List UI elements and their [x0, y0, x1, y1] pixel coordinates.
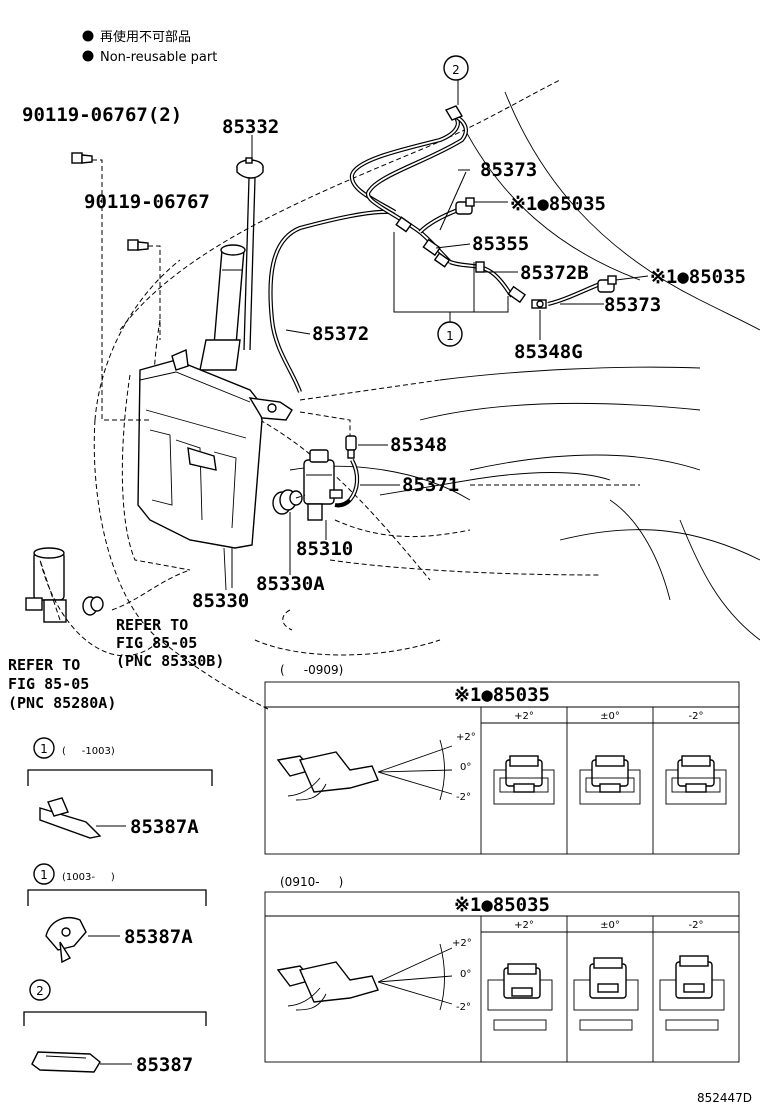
- leader-lines: [39, 80, 649, 657]
- spray-angle-sketch: +2° 0° -2°: [276, 732, 476, 803]
- svg-text:1: 1: [446, 329, 454, 343]
- bolt-lower: [127, 239, 149, 251]
- part-number-85330: 85330: [192, 590, 249, 612]
- part-number-85332: 85332: [222, 116, 279, 138]
- spray-angle-sketch: +2° 0° -2°: [276, 938, 472, 1013]
- svg-text:0°: 0°: [460, 762, 471, 773]
- part-number-90119-06767-2: 90119-06767(2): [22, 104, 182, 126]
- svg-text:+2°: +2°: [514, 711, 534, 722]
- nozzle-view-minus2: [659, 955, 725, 1031]
- part-number-85035-right: ※1●85035: [650, 266, 746, 288]
- non-reusable-dot-icon: [82, 50, 94, 62]
- svg-text:±0°: ±0°: [600, 920, 620, 931]
- nozzle-view-zero: [579, 755, 641, 805]
- svg-text:1: 1: [40, 742, 48, 756]
- part-number-85387a-early: 85387A: [130, 816, 199, 838]
- callout-2-main: 2: [443, 55, 469, 81]
- reference-pump-85280a: [25, 547, 67, 623]
- part-number-85387a-late: 85387A: [124, 926, 193, 948]
- legend-japanese: 再使用不可部品: [100, 29, 191, 45]
- variant-2: 2 85387: [23, 979, 207, 1076]
- nozzle-view-plus2: [487, 963, 553, 1031]
- legend-english: Non-reusable part: [100, 50, 217, 65]
- nozzle-view-plus2: [493, 755, 555, 805]
- washer-tank: [137, 244, 293, 591]
- svg-text:( -0909): ( -0909): [280, 663, 343, 677]
- svg-text:( -1003): ( -1003): [62, 746, 115, 757]
- reference-note-85330b: REFER TO FIG 85-05 (PNC 85330B): [116, 616, 224, 670]
- variant-1-early: 1 ( -1003) 85387A: [27, 737, 213, 839]
- variant-1-late: 1 (1003- ) 85387A: [27, 863, 207, 964]
- nozzle-angle-table-late: (0910- ) ※1●85035 +2° ±0° -2° +2° 0° -2°: [264, 875, 740, 1063]
- part-number-90119-06767: 90119-06767: [84, 191, 210, 213]
- svg-text:FIG 85-05: FIG 85-05: [116, 634, 197, 652]
- svg-text:(0910- ): (0910- ): [280, 875, 343, 889]
- part-number-85373-lower: 85373: [604, 294, 661, 316]
- nozzle-view-minus2: [665, 755, 727, 805]
- washer-nozzle-upper: [455, 197, 475, 215]
- nozzle-view-zero: [573, 957, 639, 1031]
- svg-text:1: 1: [40, 868, 48, 882]
- part-number-85035-upper: ※1●85035: [510, 193, 606, 215]
- svg-text:(PNC 85330B): (PNC 85330B): [116, 652, 224, 670]
- part-number-85348: 85348: [390, 434, 447, 456]
- table-header-85035: ※1●85035: [454, 894, 550, 916]
- part-number-85373-upper: 85373: [480, 159, 537, 181]
- svg-text:REFER TO: REFER TO: [116, 616, 188, 634]
- svg-text:2: 2: [36, 984, 44, 998]
- part-number-85387: 85387: [136, 1054, 193, 1076]
- svg-text:+2°: +2°: [452, 938, 472, 949]
- svg-text:2: 2: [452, 63, 460, 77]
- svg-text:-2°: -2°: [456, 1002, 471, 1013]
- table-header-85035: ※1●85035: [454, 684, 550, 706]
- svg-text:REFER TO: REFER TO: [8, 656, 80, 674]
- svg-text:-2°: -2°: [689, 920, 704, 931]
- part-number-85355: 85355: [472, 233, 529, 255]
- svg-text:0°: 0°: [460, 969, 471, 980]
- washer-inlet-cap: [236, 157, 264, 351]
- svg-text:FIG 85-05: FIG 85-05: [8, 675, 89, 693]
- svg-text:-2°: -2°: [689, 711, 704, 722]
- part-labels: 90119-06767(2) 90119-06767 85332 85373 ※…: [22, 104, 746, 612]
- washer-nozzle-right: [597, 275, 617, 293]
- callout-1-main: 1: [437, 321, 463, 347]
- bolt-upper: [71, 152, 93, 164]
- svg-text:-2°: -2°: [456, 792, 471, 803]
- illustration-id: 852447D: [697, 1091, 752, 1105]
- part-number-85310: 85310: [296, 538, 353, 560]
- svg-text:+2°: +2°: [514, 920, 534, 931]
- reference-grommet-85330b: [82, 596, 104, 616]
- svg-text:±0°: ±0°: [600, 711, 620, 722]
- svg-text:+2°: +2°: [456, 732, 476, 743]
- reference-note-85280a: REFER TO FIG 85-05 (PNC 85280A): [8, 656, 116, 712]
- washer-pump: [303, 449, 343, 521]
- pump-grommet: [272, 489, 303, 515]
- nozzle-angle-table-early: ( -0909) ※1●85035 +2° ±0° -2° +2° 0° -2°: [264, 663, 740, 855]
- svg-text:(1003- ): (1003- ): [62, 872, 115, 883]
- svg-text:(PNC 85280A): (PNC 85280A): [8, 694, 116, 712]
- part-number-85348g: 85348G: [514, 341, 583, 363]
- part-number-85371: 85371: [402, 474, 459, 496]
- part-number-85330a: 85330A: [256, 573, 325, 595]
- legend: 再使用不可部品 Non-reusable part: [82, 29, 217, 65]
- hose-fittings: [345, 105, 617, 459]
- part-number-85372: 85372: [312, 323, 369, 345]
- non-reusable-dot-icon: [82, 30, 94, 42]
- washer-hose-network: [268, 113, 601, 508]
- part-number-85372b: 85372B: [520, 262, 589, 284]
